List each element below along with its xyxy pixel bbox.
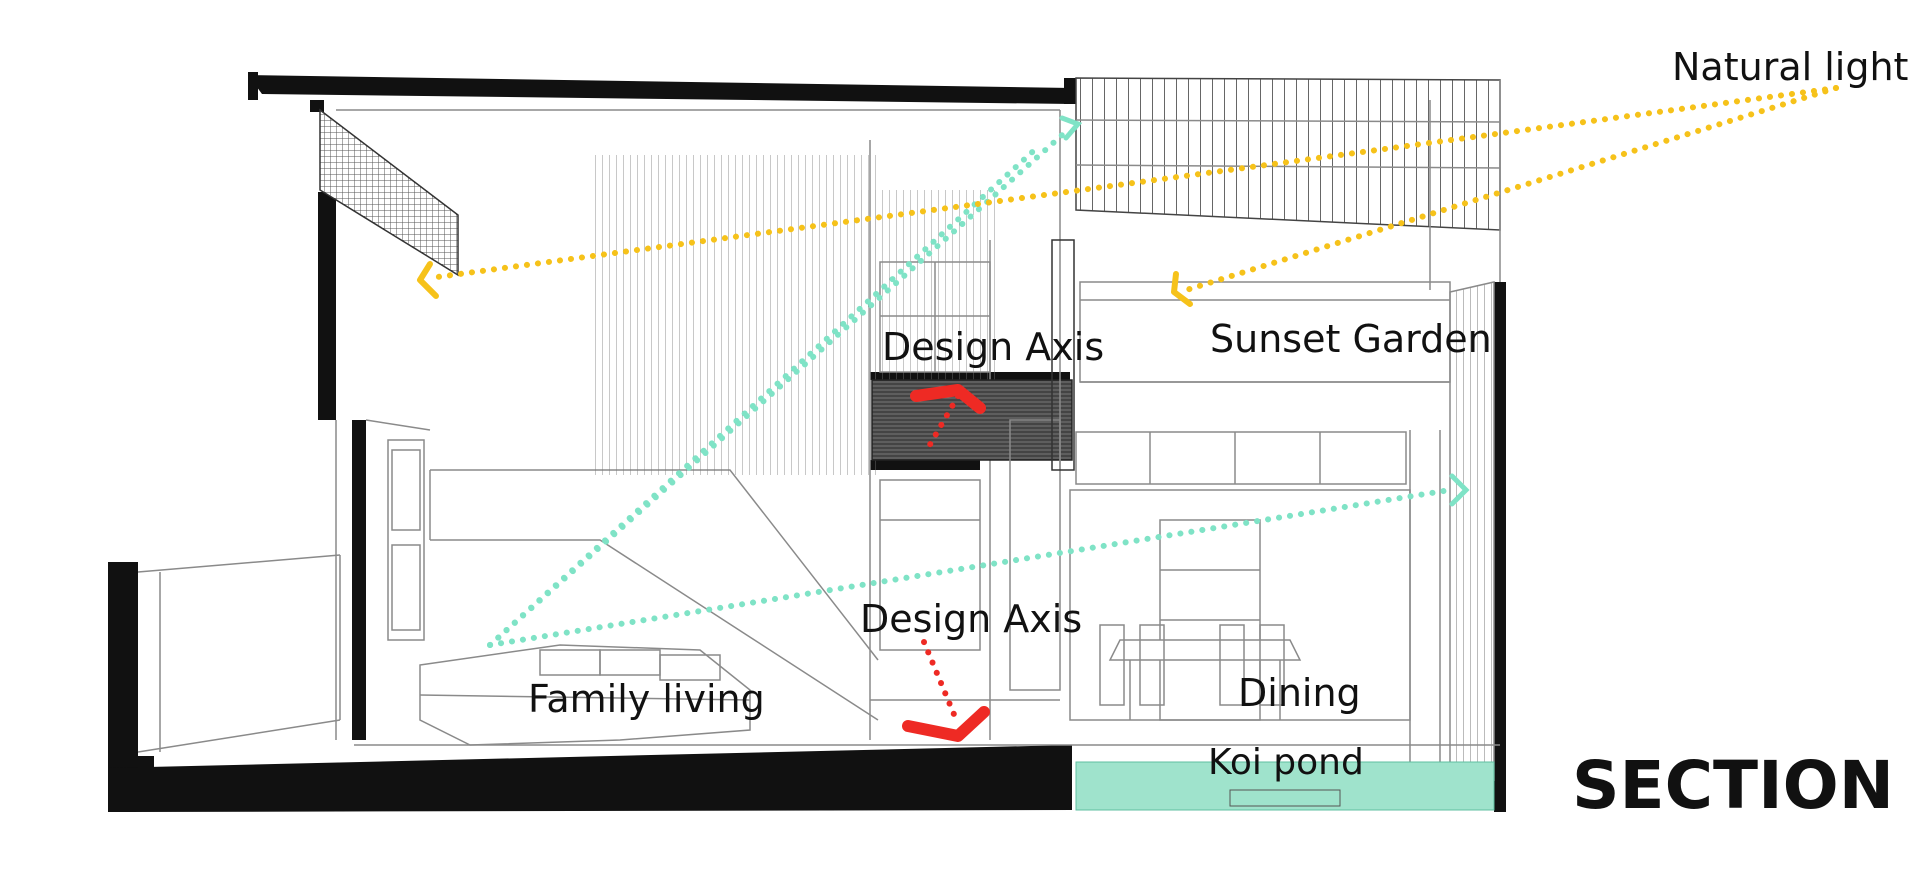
sight-lines: [487, 125, 1453, 648]
design-axis-upper-marker: [910, 384, 986, 414]
sight-arrow-right-icon: [1449, 473, 1470, 507]
design-axis-lower-label: Design Axis: [860, 597, 1082, 641]
light-arrow-mid-icon: [1171, 271, 1193, 307]
section-title: SECTION BB’: [1572, 747, 1922, 824]
natural-light-label: Natural light: [1672, 45, 1908, 89]
natural-light-rays: [427, 85, 1839, 295]
sight-arrow-top-icon: [1059, 115, 1083, 141]
light-arrow-left-icon: [417, 261, 439, 299]
family-living-label: Family living: [528, 677, 765, 721]
sunset-garden-label: Sunset Garden: [1210, 317, 1492, 361]
koi-pond-label: Koi pond: [1208, 742, 1364, 783]
dining-label: Dining: [1238, 671, 1361, 715]
koi-pond-step: [1229, 789, 1341, 807]
interior-linework: [137, 108, 1075, 753]
design-axis-upper-label: Design Axis: [882, 325, 1104, 369]
design-axis-lower-marker: [902, 706, 990, 742]
garden-linework: [1069, 77, 1501, 781]
design-axis-upper-line: [925, 393, 961, 451]
koi-pond-water: [1075, 761, 1495, 811]
design-axis-lower-line: [921, 639, 961, 727]
